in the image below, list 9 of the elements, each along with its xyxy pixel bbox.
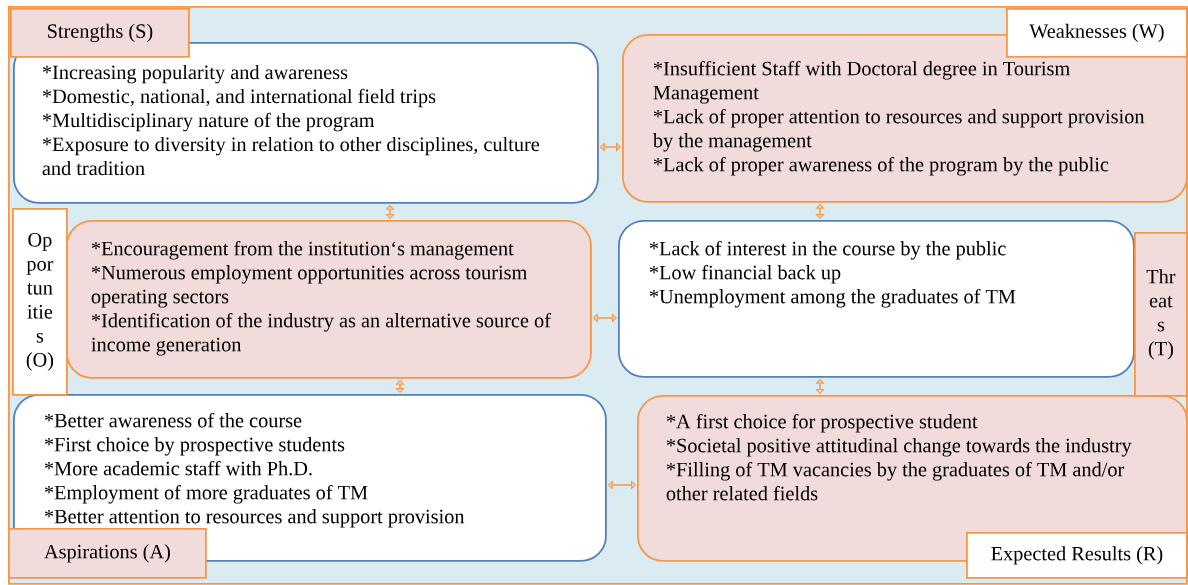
heading-tab: Op por tun itie s (O) xyxy=(12,208,68,396)
heading-tab: Aspirations (A) xyxy=(8,528,207,579)
heading-tab: Thr eat s (T) xyxy=(1134,232,1188,397)
text-box: *Increasing popularity and awareness *Domestic, national, and international field trips *Multidisciplinary nature of the program *Exposure to diversity in relation to other disciplines, culture and tradition xyxy=(13,42,599,204)
text-box: *Encouragement from the institution‘s management *Numerous employment opportunities across tourism operating sectors *Identification of the industry as an alternative source of income generation xyxy=(66,220,592,379)
text-box: *Lack of interest in the course by the public *Low financial back up *Unemployment among the graduates of TM xyxy=(618,220,1135,378)
heading-tab: Expected Results (R) xyxy=(966,532,1188,579)
heading-tab: Weaknesses (W) xyxy=(1006,8,1188,58)
heading-tab: Strengths (S) xyxy=(10,8,190,58)
